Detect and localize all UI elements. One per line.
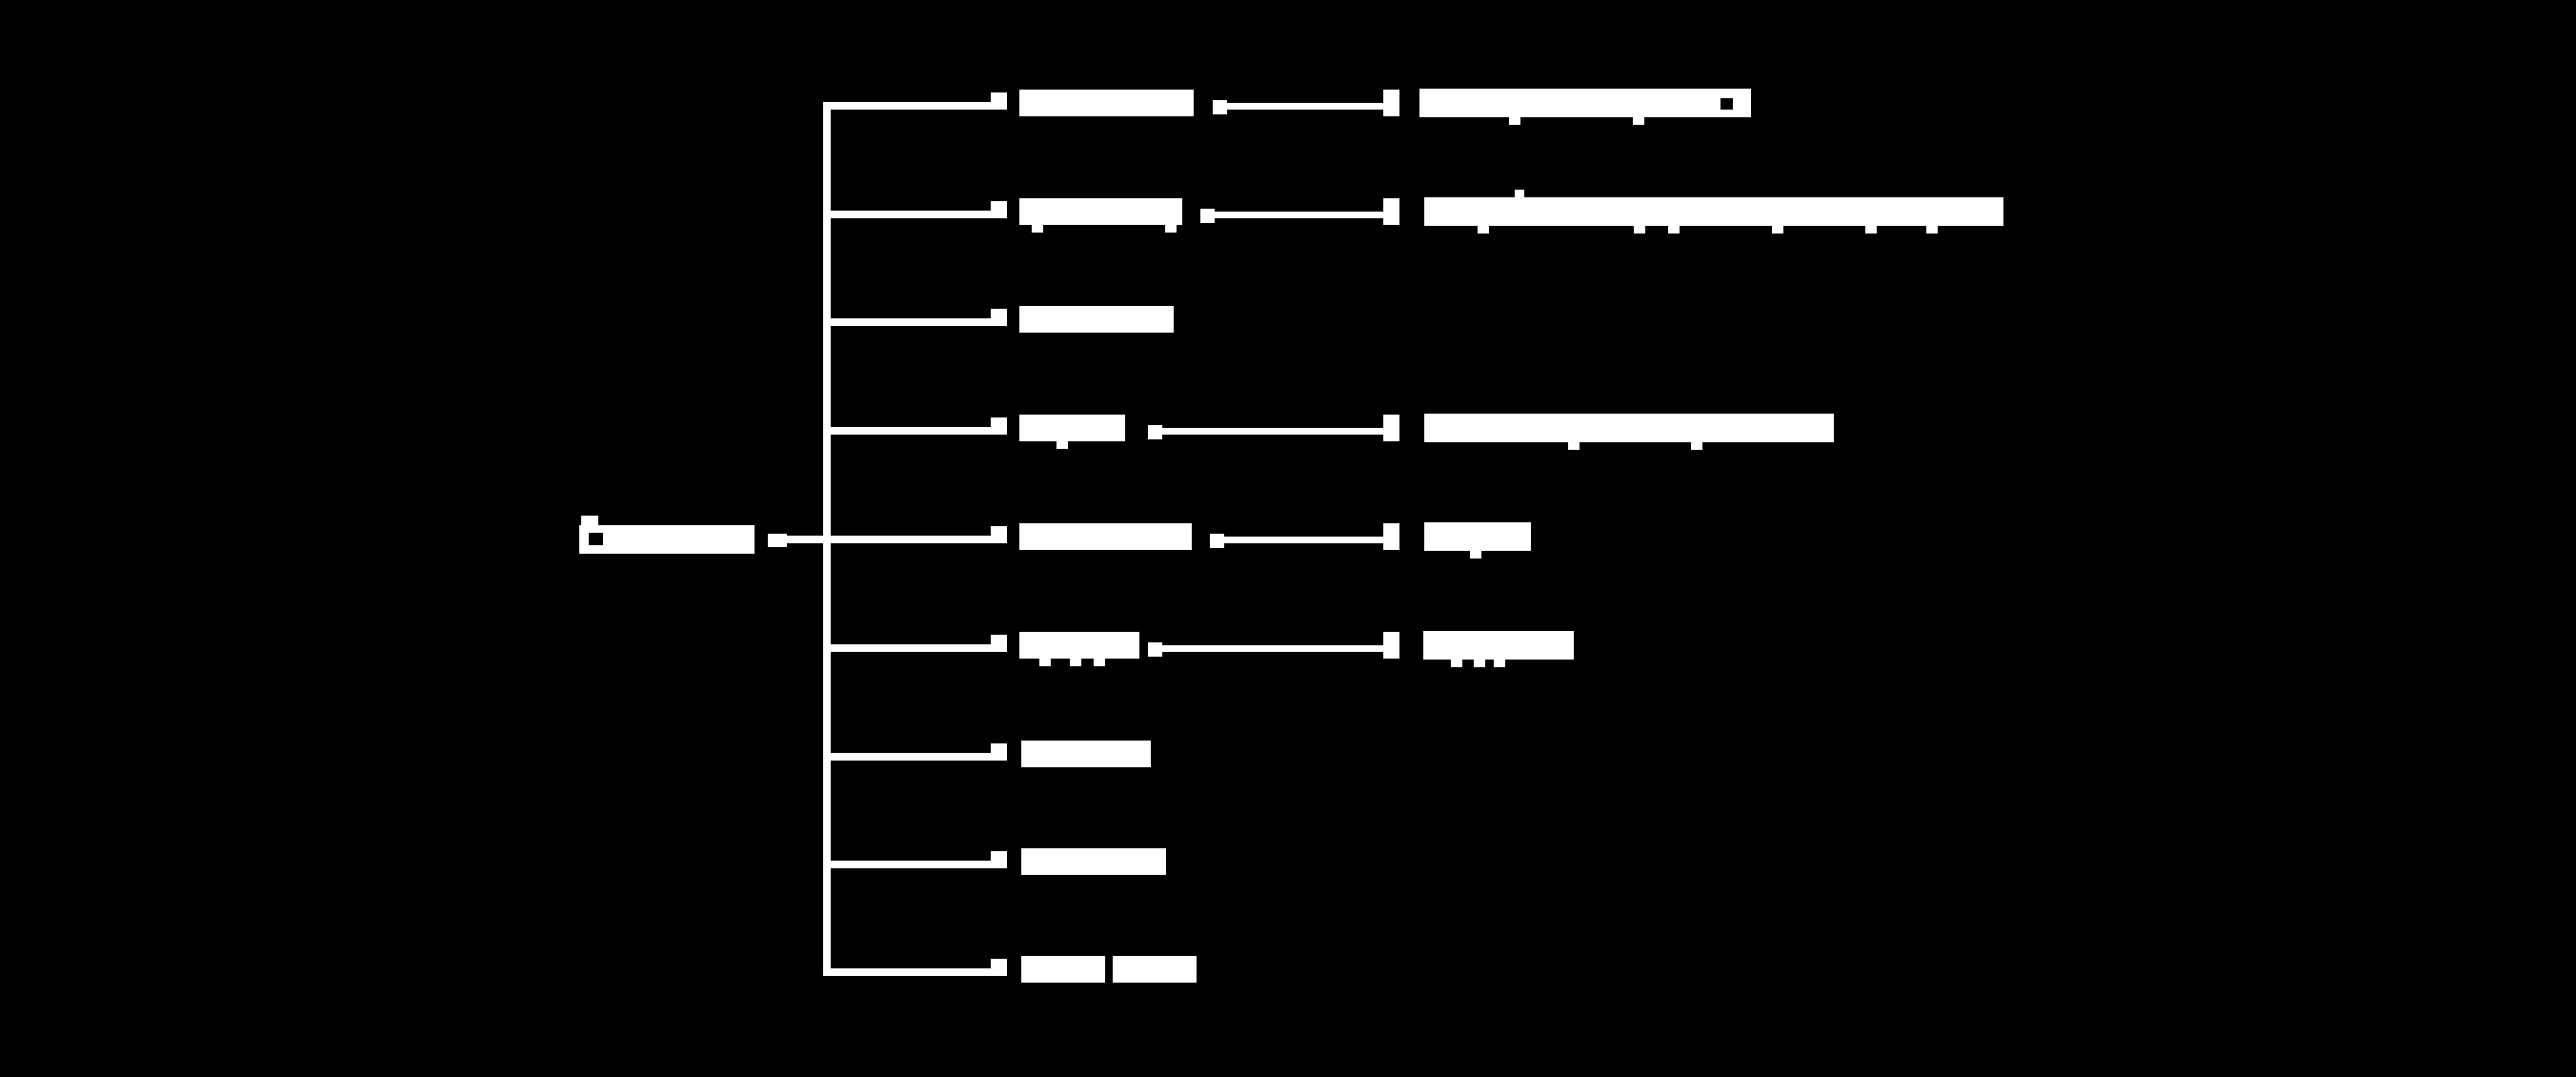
- arrow-tail-tick: [1148, 425, 1162, 439]
- child-label-blob: [1021, 848, 1166, 875]
- branch-line: [823, 644, 1006, 652]
- arrow-shaft: [1162, 645, 1383, 652]
- branch-arrowhead: [991, 959, 1007, 976]
- arrow-head: [1383, 415, 1399, 441]
- descender-mark: [1494, 659, 1505, 667]
- branch-arrowhead: [991, 309, 1007, 326]
- branch-arrowhead: [991, 635, 1007, 652]
- descender-mark: [1668, 225, 1680, 234]
- descender-mark: [1165, 224, 1177, 233]
- branch-arrowhead: [991, 743, 1007, 761]
- arrow-shaft: [1224, 537, 1383, 543]
- arrow-head: [1383, 632, 1399, 659]
- descender-mark: [1032, 224, 1043, 233]
- arrow-head: [1383, 523, 1399, 550]
- letter-counter-notch: [1721, 98, 1733, 110]
- descender-mark: [1470, 550, 1481, 559]
- descender-mark: [1634, 225, 1645, 234]
- child-label-blob: [1019, 90, 1194, 116]
- target-label-blob: [1424, 414, 1834, 442]
- child-label-blob: [1019, 198, 1182, 225]
- ascender-mark: [1515, 190, 1524, 198]
- arrow-shaft: [1227, 103, 1383, 110]
- child-label-blob: [1019, 415, 1125, 441]
- root-label-blob: [579, 525, 755, 554]
- descender-mark: [1865, 225, 1877, 234]
- descender-mark: [1070, 658, 1081, 666]
- descender-mark: [1039, 658, 1051, 666]
- letter-counter-notch: [589, 533, 603, 545]
- branch-line: [823, 536, 1006, 543]
- child-label-blob: [1019, 306, 1174, 333]
- arrow-shaft: [1162, 428, 1383, 435]
- branch-arrowhead: [991, 417, 1007, 435]
- child-label-blob: [1019, 632, 1139, 659]
- branch-line: [823, 211, 1006, 218]
- branch-arrowhead: [991, 92, 1007, 110]
- target-label-blob: [1424, 197, 2003, 226]
- target-label-blob: [1423, 631, 1574, 660]
- branch-line: [823, 318, 1006, 326]
- arrow-head: [1383, 90, 1399, 116]
- descender-mark: [1926, 225, 1938, 234]
- child-label-blob: [1021, 741, 1151, 767]
- descender-mark: [1691, 441, 1702, 450]
- arrow-shaft: [1215, 212, 1383, 218]
- branch-arrowhead: [991, 201, 1007, 218]
- descender-mark: [1633, 116, 1644, 125]
- descender-mark: [1478, 225, 1489, 234]
- descender-mark: [1509, 116, 1520, 125]
- child-label-blob: [1021, 956, 1105, 983]
- target-label-blob: [1419, 89, 1751, 117]
- child-label-blob: [1019, 523, 1192, 550]
- root-connector-tick: [768, 534, 787, 547]
- branch-line: [823, 861, 1006, 868]
- arrow-tail-tick: [1148, 642, 1162, 657]
- descender-mark: [1057, 440, 1068, 449]
- descender-mark: [1568, 441, 1580, 450]
- branch-line: [823, 102, 1006, 110]
- branch-line: [823, 968, 1006, 976]
- descender-mark: [1451, 659, 1462, 667]
- descender-mark: [1772, 225, 1783, 234]
- accent-mark: [581, 516, 598, 525]
- arrow-tail-tick: [1200, 209, 1215, 223]
- arrow-tail-tick: [1213, 100, 1227, 114]
- root-connector-line: [787, 536, 831, 543]
- child-label-blob: [1113, 956, 1197, 983]
- branch-line: [823, 427, 1006, 435]
- arrow-tail-tick: [1210, 534, 1224, 548]
- arrow-head: [1383, 198, 1399, 225]
- branch-line: [823, 753, 1006, 761]
- branch-arrowhead: [991, 851, 1007, 868]
- target-label-blob: [1424, 522, 1531, 551]
- branch-arrowhead: [991, 526, 1007, 543]
- descender-mark: [1094, 658, 1105, 666]
- descender-mark: [1474, 659, 1485, 667]
